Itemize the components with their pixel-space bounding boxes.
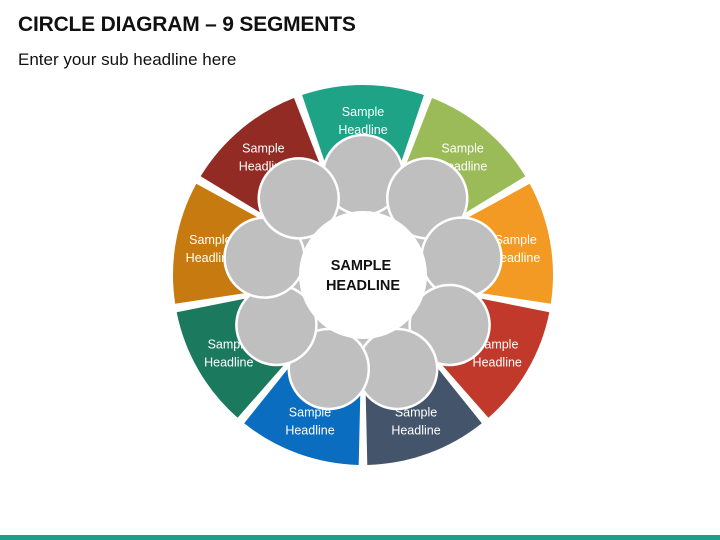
segment-label-line1: Sample — [441, 141, 483, 155]
segment-label-line2: Headline — [186, 251, 235, 265]
segment-label-line2: Headline — [391, 424, 440, 438]
inner-ring — [223, 133, 503, 411]
slide-title: CIRCLE DIAGRAM – 9 SEGMENTS — [18, 13, 356, 36]
segment-label-line1: Sample — [189, 233, 231, 247]
segment-label-line2: Headline — [285, 424, 334, 438]
segment-label-line2: Headline — [491, 251, 540, 265]
center-label-line2: HEADLINE — [326, 278, 400, 294]
segment-label-line1: Sample — [242, 141, 284, 155]
center-disc — [299, 211, 427, 339]
segment-label-line2: Headline — [204, 356, 253, 370]
segment-label-line2: Headline — [338, 123, 387, 137]
segment-label-line1: Sample — [342, 105, 384, 119]
segment-label-line2: Headline — [473, 356, 522, 370]
segment-label-line1: Sample — [494, 233, 536, 247]
footer-bar — [0, 535, 720, 540]
center-label: SAMPLE HEADLINE — [326, 258, 400, 294]
ring-bump-9 — [257, 157, 340, 240]
slide-subtitle: Enter your sub headline here — [18, 50, 237, 69]
center-label-line1: SAMPLE — [331, 258, 392, 274]
